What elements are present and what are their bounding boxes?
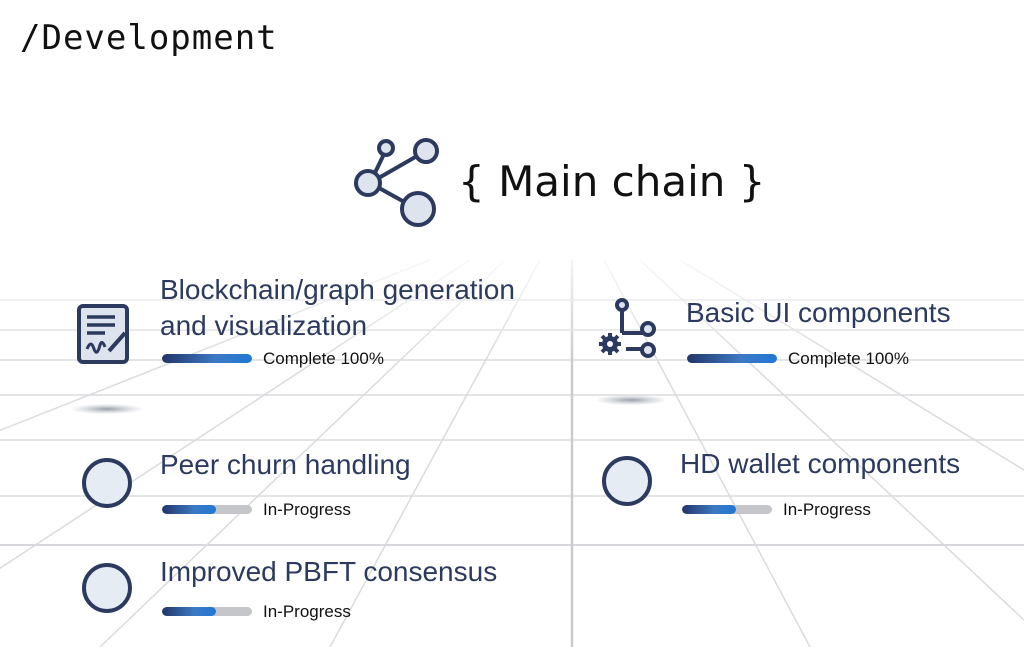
status-label: Complete 100% — [263, 349, 384, 368]
section-title-group: { Main chain } — [352, 133, 766, 229]
item-title: HD wallet components — [680, 448, 961, 479]
progress-fill — [162, 354, 252, 363]
gear-workflow-icon — [599, 298, 656, 358]
progress-fill — [162, 607, 216, 616]
status-label: In-Progress — [263, 602, 351, 621]
share-nodes-icon — [354, 138, 439, 227]
ring-icon — [602, 456, 652, 506]
item-title-line2: and visualization — [160, 310, 368, 341]
ring-icon — [82, 458, 132, 508]
page-header: /Development — [20, 18, 278, 58]
ring-icon — [82, 563, 132, 613]
document-signature-icon — [77, 304, 129, 364]
item-title: Blockchain/graph generation — [160, 274, 515, 305]
progress-fill — [682, 505, 736, 514]
item-title: Peer churn handling — [160, 449, 411, 480]
progress-bar — [162, 505, 252, 514]
status-label: In-Progress — [783, 500, 871, 519]
progress-bar — [162, 607, 252, 616]
icon-shadow — [72, 404, 142, 414]
icon-shadow — [596, 395, 666, 405]
progress-bar — [162, 354, 252, 363]
progress-fill — [162, 505, 216, 514]
status-label: In-Progress — [263, 500, 351, 519]
status-label: Complete 100% — [788, 349, 909, 368]
progress-bar — [687, 354, 777, 363]
item-title: Basic UI components — [686, 297, 951, 328]
progress-bar — [682, 505, 772, 514]
progress-fill — [687, 354, 777, 363]
section-title: { Main chain } — [458, 156, 766, 206]
item-title: Improved PBFT consensus — [160, 556, 498, 587]
